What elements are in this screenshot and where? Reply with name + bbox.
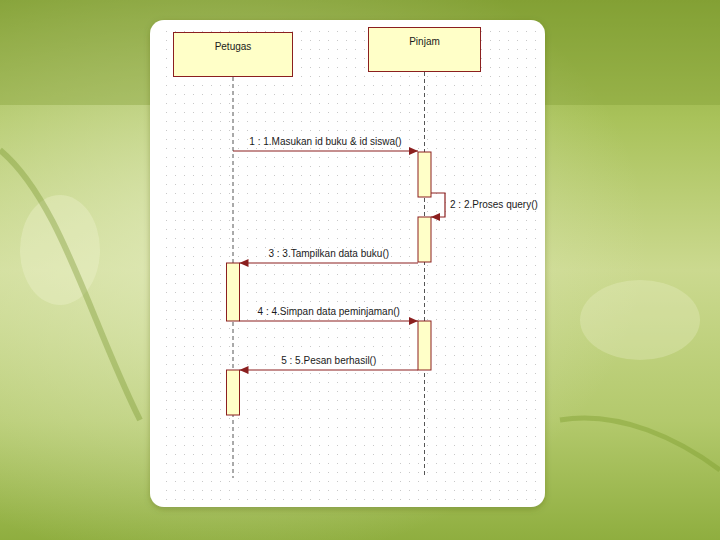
grass-blade (0, 150, 140, 420)
object-box: Petugas (173, 32, 293, 77)
message-arrow (431, 193, 445, 217)
message-label: 1 : 1.Masukan id buku & id siswa() (248, 136, 402, 148)
dot-grid (158, 26, 538, 500)
activation-bar (418, 152, 431, 197)
grass-blade (560, 418, 720, 470)
lifeline (424, 72, 425, 478)
activation-bar (227, 370, 240, 415)
activation-bar (418, 321, 431, 370)
message-label: 3 : 3.Tampilkan data buku() (267, 248, 390, 260)
message-label: 5 : 5.Pesan berhasil() (280, 355, 377, 367)
message-label: 2 : 2.Proses query() (449, 199, 539, 211)
bokeh (580, 280, 700, 360)
diagram-panel (150, 20, 545, 507)
message-arrow (240, 320, 419, 321)
message-arrow (240, 369, 419, 370)
object-box: Pinjam (368, 27, 481, 72)
object-name: Pinjam (369, 28, 480, 47)
activation-bar (227, 263, 240, 321)
message-arrow (233, 150, 418, 151)
activation-bar (418, 217, 431, 262)
object-name: Petugas (174, 33, 292, 52)
message-arrow (240, 262, 419, 263)
bokeh (20, 195, 100, 305)
message-label: 4 : 4.Simpan data peminjaman() (257, 306, 401, 318)
